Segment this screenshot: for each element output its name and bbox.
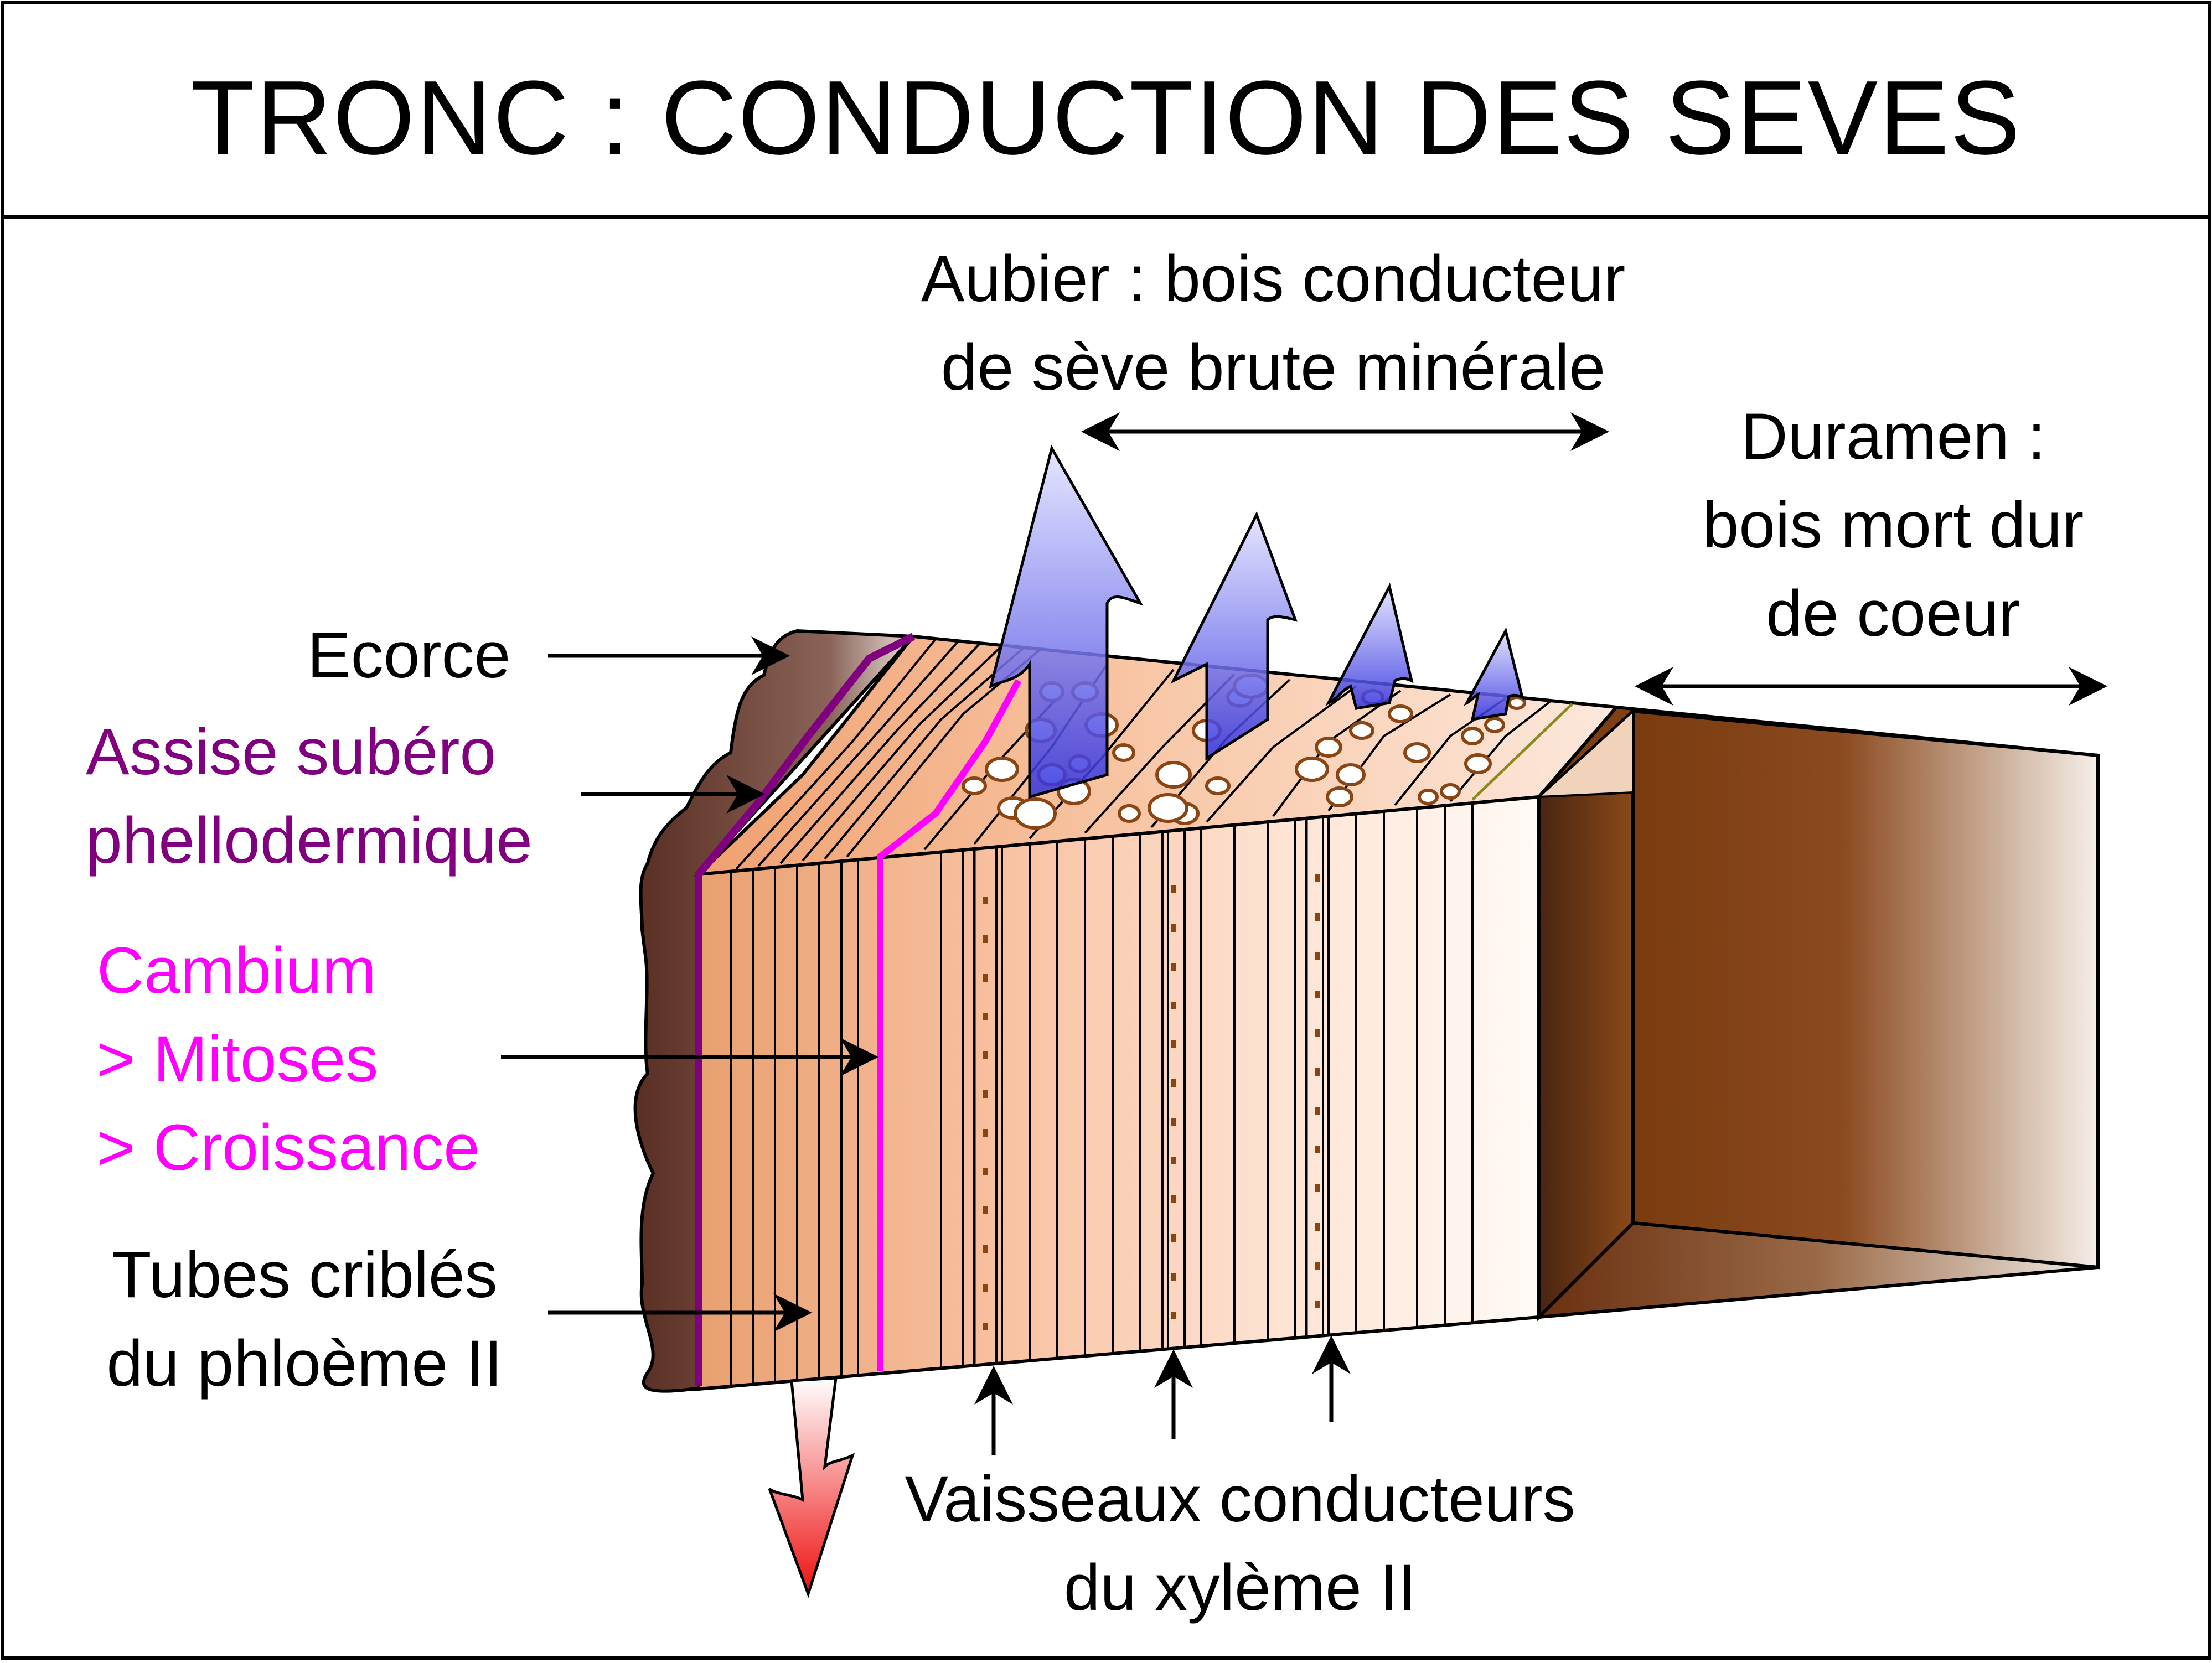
tubes-label-1: Tubes criblés (111, 1239, 498, 1312)
duramen-bottom (1534, 1221, 2099, 1319)
duramen-label-2: bois mort dur (1702, 489, 2084, 562)
duramen-label-3: de coeur (1766, 577, 2020, 650)
pointer-arrows (501, 412, 2107, 1455)
cambium-label-3: > Croissance (97, 1111, 480, 1184)
duramen-label-1: Duramen : (1740, 400, 2046, 473)
bark-section (633, 629, 917, 1393)
xylem-vessels (973, 817, 1330, 1366)
raw-sap-arrows (989, 444, 1524, 799)
vaisseaux-label-2: du xylème II (1063, 1551, 1417, 1624)
elaborated-sap-arrow (768, 1376, 855, 1598)
sapwood-edge (1536, 708, 1634, 799)
vaisseaux-label-1: Vaisseaux conducteurs (905, 1463, 1575, 1536)
cambium-label-1: Cambium (97, 934, 376, 1007)
aubier-label-1: Aubier : bois conducteur (921, 242, 1626, 315)
assise-label-1: Assise subéro (86, 716, 497, 789)
assise-label-2: phellodermique (86, 804, 533, 877)
duramen-side (1537, 707, 1635, 1322)
tubes-label-2: du phloème II (106, 1327, 503, 1400)
duramen-inner (1631, 709, 2100, 1270)
cambium-label-2: > Mitoses (97, 1023, 379, 1096)
assise-line (695, 633, 916, 1386)
aubier-label-2: de sève brute minérale (940, 331, 1606, 404)
page-title: TRONC : CONDUCTION DES SEVES (190, 59, 2022, 177)
cambium-line (877, 679, 1022, 1371)
front-face (697, 795, 1541, 1391)
ecorce-label: Ecorce (307, 619, 511, 692)
